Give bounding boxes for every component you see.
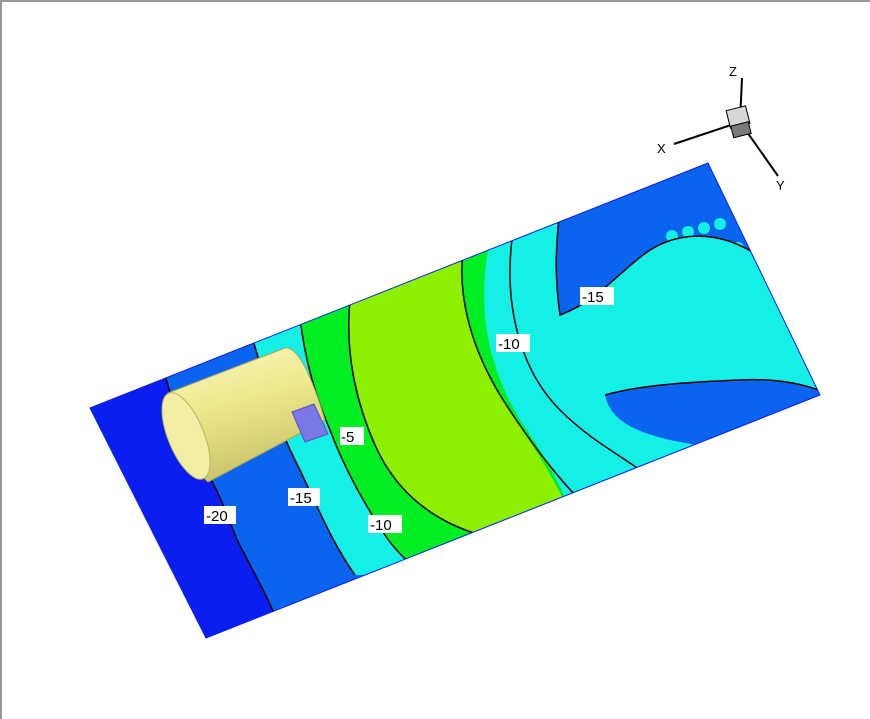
- contour-line-10b: [509, 219, 641, 471]
- cylinder-cap: [161, 392, 211, 480]
- plate-outline: [89, 162, 821, 639]
- triad-cube-side: [730, 121, 752, 139]
- contour-line-10a: [299, 317, 431, 581]
- axis-z-label: Z: [729, 64, 737, 79]
- contour-line-15b: [555, 209, 776, 317]
- contour-label: -10: [368, 515, 402, 534]
- band-level-0: [348, 163, 580, 535]
- axis-y-label: Y: [776, 178, 785, 193]
- svg-text:-20: -20: [206, 508, 228, 525]
- contour-line-5b: [461, 239, 581, 501]
- svg-text:-15: -15: [582, 289, 604, 306]
- contour-label: -10: [496, 334, 530, 353]
- svg-text:-10: -10: [370, 517, 392, 534]
- cylinder-end-face: [291, 403, 329, 443]
- axis-x-line: [673, 121, 741, 145]
- axis-triad: Z X Y: [657, 64, 785, 193]
- contour-label: -15: [580, 287, 614, 306]
- contour-label: -5: [340, 427, 364, 446]
- contour-labels: -20 -15 -10 -5 -10 -15: [204, 287, 614, 534]
- axis-x-label: X: [657, 141, 666, 156]
- svg-text:-10: -10: [498, 336, 520, 353]
- contour-lines: [154, 209, 820, 638]
- contour-label: -15: [288, 488, 320, 507]
- cylinder: [161, 347, 329, 483]
- svg-text:-15: -15: [290, 490, 312, 507]
- contour-line-5: [347, 299, 481, 536]
- contour-line-15c: [604, 378, 820, 396]
- svg-text:-5: -5: [341, 429, 354, 446]
- contour-label: -20: [204, 506, 236, 525]
